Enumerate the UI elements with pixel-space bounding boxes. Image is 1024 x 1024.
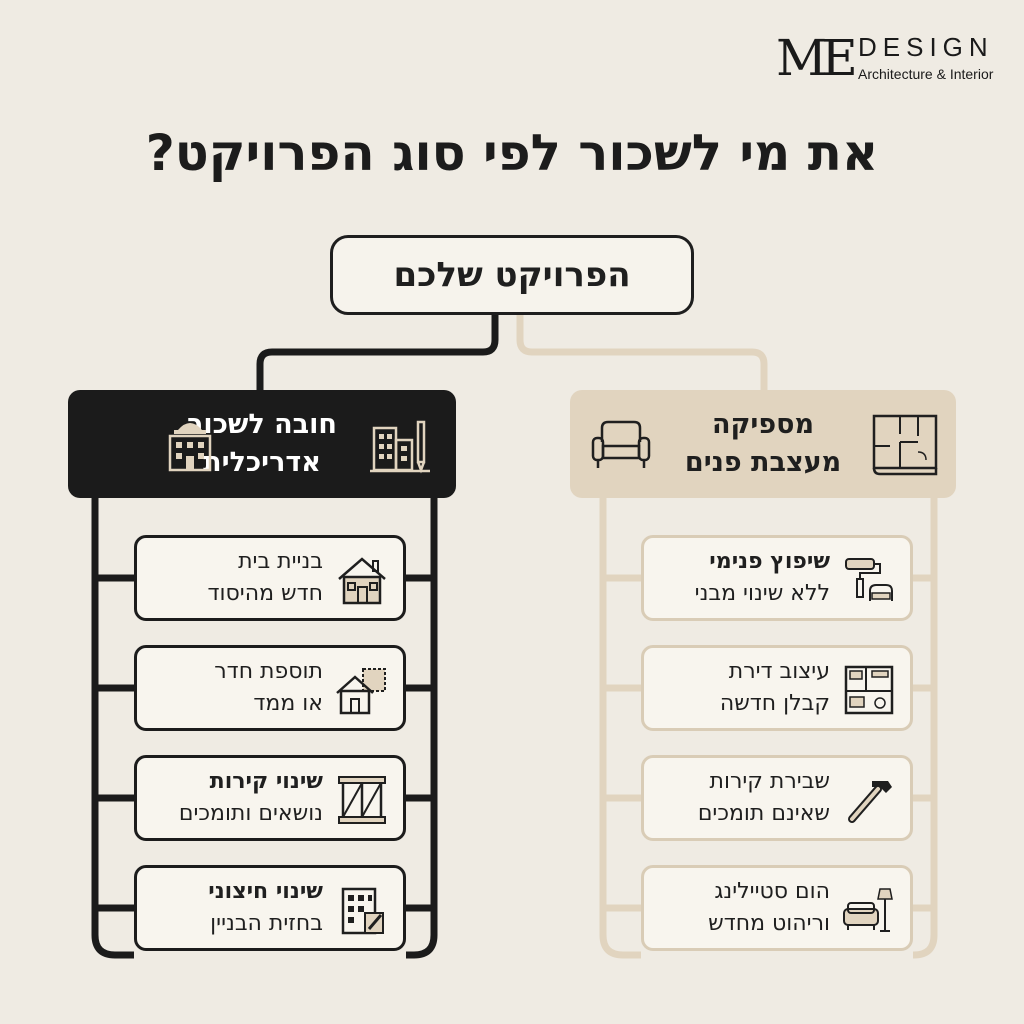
designer-item-line2: קבלן חדשה	[719, 691, 830, 716]
architect-item-line1: תוספת חדר	[214, 659, 323, 684]
designer-item-line1: שבירת קירות	[709, 769, 831, 794]
designer-item-line2: וריהוט מחדש	[708, 911, 830, 936]
designer-rail-right	[913, 498, 938, 959]
architect-item-text: תוספת חדר או ממד	[214, 648, 323, 728]
logo-monogram: ME	[776, 29, 858, 87]
architect-heading: חובה לשכור אדריכלית	[68, 390, 456, 498]
root-node: הפרויקט שלכם	[330, 235, 694, 315]
architect-item-text: בניית בית חדש מהיסוד	[208, 538, 323, 618]
architect-item-4: שינוי חיצוני בחזית הבניין	[134, 865, 406, 951]
designer-item-1: שיפוץ פנימי ללא שינוי מבני	[641, 535, 913, 621]
designer-item-text: שבירת קירות שאינם תומכים	[698, 758, 830, 838]
designer-item-line2: שאינם תומכים	[697, 801, 830, 826]
architect-item-line2: נושאים ותומכים	[178, 801, 323, 826]
architect-item-text: שינוי קירות נושאים ותומכים	[179, 758, 323, 838]
designer-heading-line1: מספיקה	[711, 409, 815, 440]
designer-item-3: שבירת קירות שאינם תומכים	[641, 755, 913, 841]
designer-rail-left	[599, 498, 641, 959]
architect-rail-right	[406, 498, 438, 959]
connector-root-to-designer	[516, 315, 768, 390]
designer-item-line1: עיצוב דירת	[728, 659, 830, 684]
page-title: את מי לשכור לפי סוג הפרויקט?	[145, 124, 879, 182]
designer-item-line2: ללא שינוי מבני	[694, 581, 830, 606]
architect-item-line1: שינוי קירות	[209, 769, 323, 794]
architect-heading-line2: אדריכלית	[203, 447, 321, 478]
designer-item-text: הום סטיילינג וריהוט מחדש	[708, 868, 830, 948]
sofa-lamp-icon	[843, 888, 893, 932]
house-extension-icon	[336, 668, 386, 715]
hardhat-building-icon	[168, 423, 212, 472]
facade-icon	[341, 887, 384, 935]
architect-item-line2: או ממד	[253, 691, 323, 716]
floor-plan-icon	[872, 414, 938, 476]
apartment-plan-icon	[844, 665, 894, 715]
architect-item-line1: שינוי חיצוני	[208, 879, 323, 904]
hammer-icon	[848, 781, 892, 823]
designer-item-line1: הום סטיילינג	[714, 879, 830, 904]
designer-item-line1: שיפוץ פנימי	[709, 549, 830, 574]
designer-heading-line2: מעצבת פנים	[684, 447, 842, 478]
building-pencil-icon	[370, 420, 430, 474]
wall-frame-icon	[338, 776, 386, 824]
root-node-label: הפרויקט שלכם	[393, 255, 631, 295]
designer-item-4: הום סטיילינג וריהוט מחדש	[641, 865, 913, 951]
designer-item-2: עיצוב דירת קבלן חדשה	[641, 645, 913, 731]
designer-heading-label: מספיקה מעצבת פנים	[685, 406, 841, 482]
architect-rail-left	[91, 498, 134, 959]
logo-design-text: DESIGN	[858, 32, 994, 62]
architect-item-1: בניית בית חדש מהיסוד	[134, 535, 406, 621]
architect-item-line1: בניית בית	[238, 549, 323, 574]
architect-item-line2: בחזית הבניין	[210, 911, 323, 936]
designer-item-text: שיפוץ פנימי ללא שינוי מבני	[695, 538, 830, 618]
brand-logo: ME DESIGN Architecture & Interior	[776, 28, 1006, 88]
architect-item-text: שינוי חיצוני בחזית הבניין	[208, 868, 323, 948]
paint-roller-icon	[845, 558, 893, 601]
designer-item-text: עיצוב דירת קבלן חדשה	[720, 648, 830, 728]
architect-item-3: שינוי קירות נושאים ותומכים	[134, 755, 406, 841]
architect-item-2: תוספת חדר או ממד	[134, 645, 406, 731]
logo-subtitle: Architecture & Interior	[858, 66, 994, 82]
designer-heading: מספיקה מעצבת פנים	[570, 390, 956, 498]
connector-root-to-architect	[256, 315, 499, 390]
house-icon	[338, 557, 386, 605]
architect-item-line2: חדש מהיסוד	[207, 581, 323, 606]
architect-heading-label: חובה לשכור אדריכלית	[187, 406, 337, 482]
armchair-icon	[591, 420, 651, 468]
architect-heading-line1: חובה לשכור	[187, 409, 337, 440]
